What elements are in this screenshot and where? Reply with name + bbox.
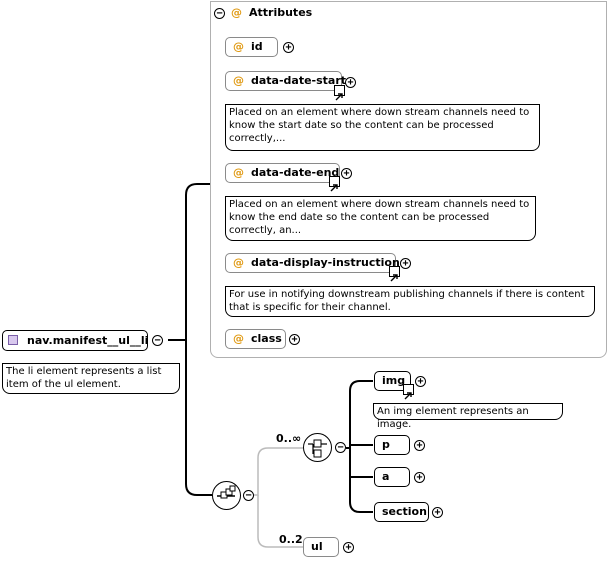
attribute-data-display-instructions[interactable]: @ data-display-instructions [225, 253, 406, 273]
attribute-at-icon: @ [233, 256, 244, 269]
expand-button[interactable]: + [345, 77, 356, 88]
child-element-p[interactable]: p [374, 435, 410, 455]
expand-button[interactable]: + [341, 168, 352, 179]
attribute-name: data-date-end [251, 166, 340, 179]
attribute-at-icon: @ [231, 6, 242, 19]
child-element-section[interactable]: section [374, 502, 429, 522]
attribute-name: data-date-start [251, 74, 347, 87]
reference-arrow-icon[interactable] [329, 176, 340, 192]
attributes-title: @ Attributes [231, 6, 312, 19]
expand-button[interactable]: + [414, 440, 425, 451]
element-doc: The li element represents a list item of… [2, 363, 180, 394]
attribute-class[interactable]: @ class [225, 329, 286, 349]
element-node[interactable]: nav.manifest__ul__li [2, 330, 148, 351]
element-icon [8, 335, 18, 345]
attribute-doc: Placed on an element where down stream c… [225, 104, 540, 151]
reference-arrow-icon[interactable] [389, 266, 400, 282]
choice-occurrence: 0..∞ [276, 432, 302, 445]
attributes-collapse-button[interactable]: − [214, 8, 225, 19]
expand-button[interactable]: + [414, 472, 425, 483]
expand-button[interactable]: + [415, 376, 426, 387]
attribute-data-date-end[interactable]: @ data-date-end [225, 163, 340, 183]
attribute-name: class [251, 332, 282, 345]
expand-button[interactable]: + [432, 507, 443, 518]
attribute-doc: Placed on an element where down stream c… [225, 196, 536, 241]
child-element-img[interactable]: img [374, 371, 411, 391]
attribute-data-date-start[interactable]: @ data-date-start [225, 71, 346, 91]
expand-button[interactable]: + [289, 334, 300, 345]
attribute-at-icon: @ [233, 166, 244, 179]
collapse-button[interactable]: − [335, 442, 346, 453]
element-ul[interactable]: ul [303, 537, 339, 557]
attribute-at-icon: @ [233, 74, 244, 87]
choice-compositor-icon[interactable] [303, 433, 332, 462]
child-element-a[interactable]: a [374, 467, 410, 487]
element-name: nav.manifest__ul__li [27, 334, 149, 347]
sequence-compositor-icon[interactable] [212, 481, 241, 510]
attribute-name: data-display-instructions [251, 256, 407, 269]
expand-button[interactable]: + [400, 258, 411, 269]
expand-button[interactable]: + [343, 542, 354, 553]
reference-arrow-icon[interactable] [334, 85, 345, 101]
child-doc: An img element represents an image. [373, 403, 563, 430]
expand-button[interactable]: + [283, 42, 294, 53]
attribute-at-icon: @ [233, 40, 244, 53]
attribute-doc: For use in notifying downstream publishi… [225, 286, 595, 317]
attributes-title-text: Attributes [249, 6, 313, 19]
reference-arrow-icon[interactable] [403, 384, 414, 400]
ul-occurrence: 0..2 [279, 533, 303, 546]
collapse-button[interactable]: − [152, 335, 163, 346]
attribute-id[interactable]: @ id [225, 37, 278, 57]
attribute-name: id [251, 40, 263, 53]
attribute-at-icon: @ [233, 332, 244, 345]
collapse-button[interactable]: − [243, 490, 254, 501]
